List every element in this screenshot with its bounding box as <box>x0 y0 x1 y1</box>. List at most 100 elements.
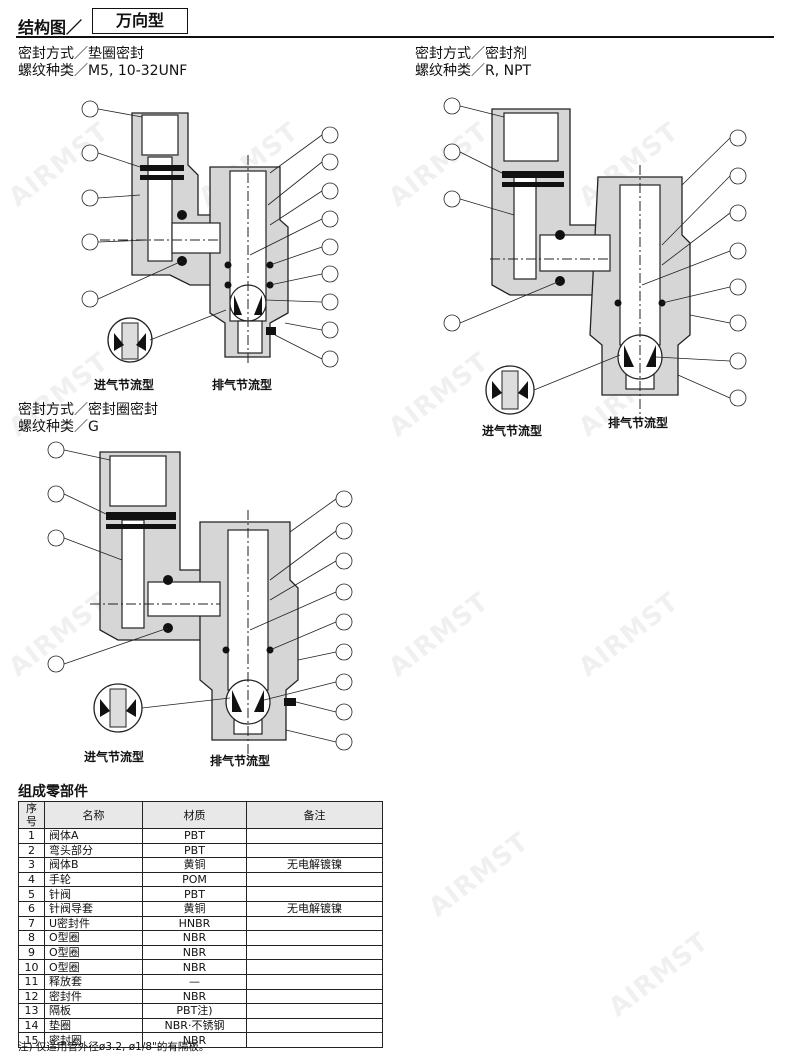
col-header-name: 名称 <box>44 801 143 829</box>
cell-material: NBR <box>142 988 247 1005</box>
cell-no: 9 <box>18 944 45 961</box>
diagram-2-cross-section <box>443 97 747 415</box>
watermark: AIRMST <box>383 586 495 684</box>
cell-material: NBR <box>142 959 247 975</box>
watermark: AIRMST <box>573 586 685 684</box>
thread-type: 螺纹种类／G <box>18 419 99 435</box>
cell-no: 5 <box>18 886 45 902</box>
cell-name: 手轮 <box>44 871 143 888</box>
cell-material: PBT注) <box>142 1003 247 1019</box>
cell-no: 15 <box>18 1032 45 1048</box>
cell-name: 阀体A <box>44 828 143 844</box>
seal-method: 密封方式／密封剂 <box>415 46 527 62</box>
cell-material: NBR·不锈钢 <box>142 1017 247 1034</box>
cell-no: 14 <box>18 1017 45 1034</box>
section-header: 结构图／ 万向型 <box>16 8 774 38</box>
cell-remark <box>246 944 383 961</box>
cell-remark <box>246 930 383 946</box>
watermark: AIRMST <box>603 926 715 1024</box>
cell-remark <box>246 988 383 1005</box>
table-header-row: 序号 名称 材质 备注 <box>18 801 383 829</box>
thread-type: 螺纹种类／R, NPT <box>415 63 532 79</box>
diagram-2-caption: 密封方式／密封剂 螺纹种类／R, NPT <box>415 46 531 80</box>
diagram-1-inlet-label: 进气节流型 <box>94 378 155 392</box>
cell-material: PBT <box>142 828 247 844</box>
cell-name: 释放套 <box>44 973 143 990</box>
cell-remark <box>246 886 383 902</box>
cell-no: 13 <box>18 1003 45 1019</box>
cell-material: — <box>142 973 247 990</box>
cell-name: 隔板 <box>44 1003 143 1019</box>
cell-remark <box>246 915 383 932</box>
cell-no: 8 <box>18 930 45 946</box>
cell-remark <box>246 842 383 859</box>
cell-material: 黄铜 <box>142 857 247 873</box>
cell-no: 11 <box>18 973 45 990</box>
cell-material: PBT <box>142 886 247 902</box>
cell-remark <box>246 1003 383 1019</box>
parts-title: 组成零部件 <box>18 784 88 800</box>
cell-name: 阀体B <box>44 857 143 873</box>
cell-name: 针阀 <box>44 886 143 902</box>
diagram-3-exhaust-label: 排气节流型 <box>210 754 271 768</box>
col-header-remark: 备注 <box>246 801 383 829</box>
watermark: AIRMST <box>423 826 535 924</box>
cell-remark <box>246 973 383 990</box>
cell-remark <box>246 1032 383 1048</box>
diagram-3-cross-section <box>47 441 353 760</box>
cell-material: NBR <box>142 930 247 946</box>
section-type-box: 万向型 <box>92 8 188 34</box>
cell-material: NBR <box>142 1032 247 1048</box>
cell-name: 垫圈 <box>44 1017 143 1034</box>
cell-remark <box>246 1017 383 1034</box>
cell-material: 黄铜 <box>142 900 247 917</box>
cell-no: 4 <box>18 871 45 888</box>
thread-type: 螺纹种类／M5, 10-32UNF <box>18 63 188 79</box>
diagram-1-caption: 密封方式／垫圈密封 螺纹种类／M5, 10-32UNF <box>18 46 187 80</box>
cell-name: O型圈 <box>44 959 143 975</box>
col-header-no: 序号 <box>18 801 45 829</box>
col-header-material: 材质 <box>142 801 247 829</box>
footnote: 注) 仅适用管外径ø3.2, ø1/8"的有隔板。 <box>18 1041 210 1053</box>
cell-name: 密封圈 <box>44 1032 143 1048</box>
diagram-3-inlet-label: 进气节流型 <box>84 750 145 764</box>
cell-name: 密封件 <box>44 988 143 1005</box>
cell-name: O型圈 <box>44 944 143 961</box>
seal-method: 密封方式／垫圈密封 <box>18 46 144 62</box>
cell-name: 弯头部分 <box>44 842 143 859</box>
cell-material: POM <box>142 871 247 888</box>
cell-name: 针阀导套 <box>44 900 143 917</box>
diagram-1-cross-section <box>81 100 339 368</box>
cell-no: 12 <box>18 988 45 1005</box>
cell-no: 3 <box>18 857 45 873</box>
section-title: 结构图／ <box>18 18 83 37</box>
diagram-1-exhaust-label: 排气节流型 <box>212 378 273 392</box>
cell-remark: 无电解镀镍 <box>246 900 383 917</box>
cell-material: HNBR <box>142 915 247 932</box>
cell-remark <box>246 828 383 844</box>
cell-no: 2 <box>18 842 45 859</box>
seal-method: 密封方式／密封圈密封 <box>18 402 158 418</box>
cell-remark: 无电解镀镍 <box>246 857 383 873</box>
cell-no: 6 <box>18 900 45 917</box>
cell-no: 10 <box>18 959 45 975</box>
cell-remark <box>246 871 383 888</box>
cell-no: 7 <box>18 915 45 932</box>
cell-name: U密封件 <box>44 915 143 932</box>
cell-material: NBR <box>142 944 247 961</box>
